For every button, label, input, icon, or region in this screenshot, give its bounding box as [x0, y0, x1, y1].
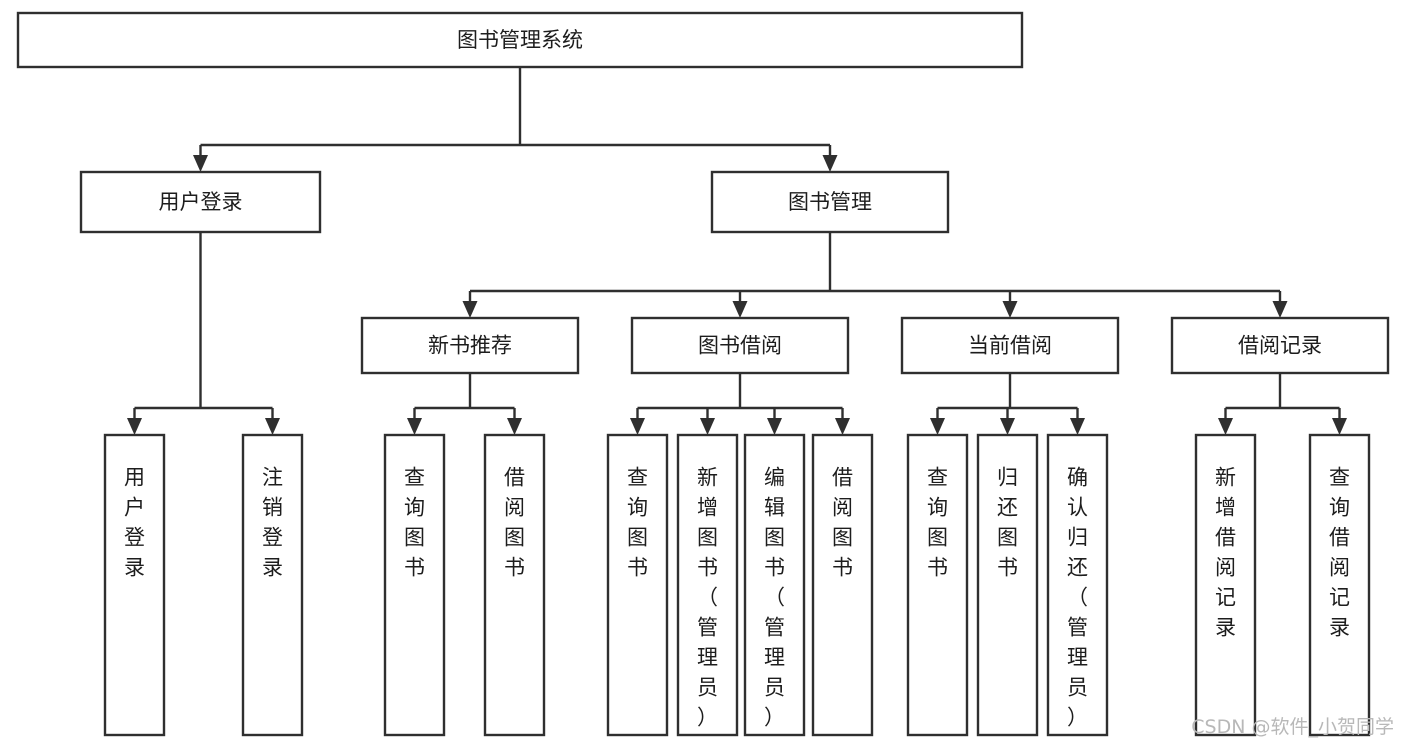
- node-user-login-action[interactable]: 用户登录: [103, 433, 166, 737]
- node-label-root: 图书管理系统: [457, 28, 583, 52]
- arrow-head-icon: [930, 418, 945, 435]
- node-box-root[interactable]: [16, 11, 1024, 69]
- node-current-borrow[interactable]: 当前借阅: [900, 316, 1120, 375]
- node-box-record-query[interactable]: [1308, 433, 1371, 737]
- node-borrow-record[interactable]: 借阅记录: [1170, 316, 1390, 375]
- node-new-book-recommend[interactable]: 新书推荐: [360, 316, 580, 375]
- arrow-head-icon: [1000, 418, 1015, 435]
- node-box-current-return-book[interactable]: [976, 433, 1039, 737]
- node-box-borrow-record[interactable]: [1170, 316, 1390, 375]
- node-box-user-logout-action[interactable]: [241, 433, 304, 737]
- arrow-head-icon: [767, 418, 782, 435]
- node-layer: 图书管理系统用户登录用户登录注销登录图书管理新书推荐查询图书借阅图书图书借阅查询…: [16, 11, 1390, 737]
- node-recommend-query-book[interactable]: 查询图书: [383, 433, 446, 737]
- node-label-current-return-book: 归还图书: [997, 465, 1018, 579]
- arrow-head-icon: [127, 418, 142, 435]
- node-label-current-query-book: 查询图书: [927, 465, 948, 579]
- node-box-book-management[interactable]: [710, 170, 950, 234]
- node-box-borrow-borrow-book[interactable]: [811, 433, 874, 737]
- node-record-add[interactable]: 新增借阅记录: [1194, 433, 1257, 737]
- arrow-head-icon: [1070, 418, 1085, 435]
- node-current-return-book[interactable]: 归还图书: [976, 433, 1039, 737]
- node-label-current-confirm-return-admin: 确认归还（管理员）: [1067, 465, 1088, 729]
- node-box-current-confirm-return-admin[interactable]: [1046, 433, 1109, 737]
- node-label-borrow-record: 借阅记录: [1238, 334, 1322, 358]
- node-label-new-book-recommend: 新书推荐: [428, 334, 512, 358]
- arrow-head-icon: [407, 418, 422, 435]
- node-user-logout-action[interactable]: 注销登录: [241, 433, 304, 737]
- node-borrow-edit-book-admin[interactable]: 编辑图书（管理员）: [743, 433, 806, 737]
- node-borrow-query-book[interactable]: 查询图书: [606, 433, 669, 737]
- node-label-user-logout-action: 注销登录: [262, 465, 283, 579]
- node-current-confirm-return-admin[interactable]: 确认归还（管理员）: [1046, 433, 1109, 737]
- arrow-head-icon: [193, 155, 208, 172]
- arrow-head-icon: [1272, 301, 1288, 318]
- node-current-query-book[interactable]: 查询图书: [906, 433, 969, 737]
- arrow-head-icon: [1218, 418, 1233, 435]
- node-box-borrow-add-book-admin[interactable]: [676, 433, 739, 737]
- node-box-user-login[interactable]: [79, 170, 322, 234]
- node-label-user-login-action: 用户登录: [124, 465, 145, 579]
- connector-layer: [127, 67, 1347, 435]
- node-box-record-add[interactable]: [1194, 433, 1257, 737]
- watermark-layer: CSDN @软件_小贺同学: [1191, 716, 1394, 738]
- node-borrow-borrow-book[interactable]: 借阅图书: [811, 433, 874, 737]
- arrow-head-icon: [265, 418, 280, 435]
- node-book-management[interactable]: 图书管理: [710, 170, 950, 234]
- arrow-head-icon: [507, 418, 522, 435]
- node-box-book-borrow[interactable]: [630, 316, 850, 375]
- node-label-book-borrow: 图书借阅: [698, 334, 782, 358]
- node-label-recommend-borrow-book: 借阅图书: [504, 465, 525, 579]
- node-box-borrow-query-book[interactable]: [606, 433, 669, 737]
- node-user-login[interactable]: 用户登录: [79, 170, 322, 234]
- node-label-borrow-edit-book-admin: 编辑图书（管理员）: [764, 465, 785, 729]
- node-box-borrow-edit-book-admin[interactable]: [743, 433, 806, 737]
- node-record-query[interactable]: 查询借阅记录: [1308, 433, 1371, 737]
- arrow-head-icon: [462, 301, 478, 318]
- node-book-borrow[interactable]: 图书借阅: [630, 316, 850, 375]
- arrow-head-icon: [1002, 301, 1018, 318]
- node-label-user-login: 用户登录: [159, 190, 243, 214]
- node-label-record-query: 查询借阅记录: [1329, 465, 1350, 639]
- node-label-book-management: 图书管理: [788, 190, 872, 214]
- arrow-head-icon: [822, 155, 838, 172]
- node-label-borrow-borrow-book: 借阅图书: [832, 465, 853, 579]
- node-recommend-borrow-book[interactable]: 借阅图书: [483, 433, 546, 737]
- node-label-recommend-query-book: 查询图书: [404, 465, 425, 579]
- node-root[interactable]: 图书管理系统: [16, 11, 1024, 69]
- node-box-user-login-action[interactable]: [103, 433, 166, 737]
- node-label-record-add: 新增借阅记录: [1215, 465, 1236, 639]
- node-label-borrow-query-book: 查询图书: [627, 465, 648, 579]
- node-label-current-borrow: 当前借阅: [968, 334, 1052, 358]
- csdn-watermark: CSDN @软件_小贺同学: [1191, 716, 1394, 738]
- arrow-head-icon: [835, 418, 850, 435]
- arrow-head-icon: [1332, 418, 1347, 435]
- node-label-borrow-add-book-admin: 新增图书（管理员）: [697, 465, 718, 729]
- node-box-current-borrow[interactable]: [900, 316, 1120, 375]
- arrow-head-icon: [732, 301, 748, 318]
- arrow-head-icon: [700, 418, 715, 435]
- node-box-current-query-book[interactable]: [906, 433, 969, 737]
- node-box-recommend-borrow-book[interactable]: [483, 433, 546, 737]
- node-box-new-book-recommend[interactable]: [360, 316, 580, 375]
- node-box-recommend-query-book[interactable]: [383, 433, 446, 737]
- arrow-head-icon: [630, 418, 645, 435]
- node-borrow-add-book-admin[interactable]: 新增图书（管理员）: [676, 433, 739, 737]
